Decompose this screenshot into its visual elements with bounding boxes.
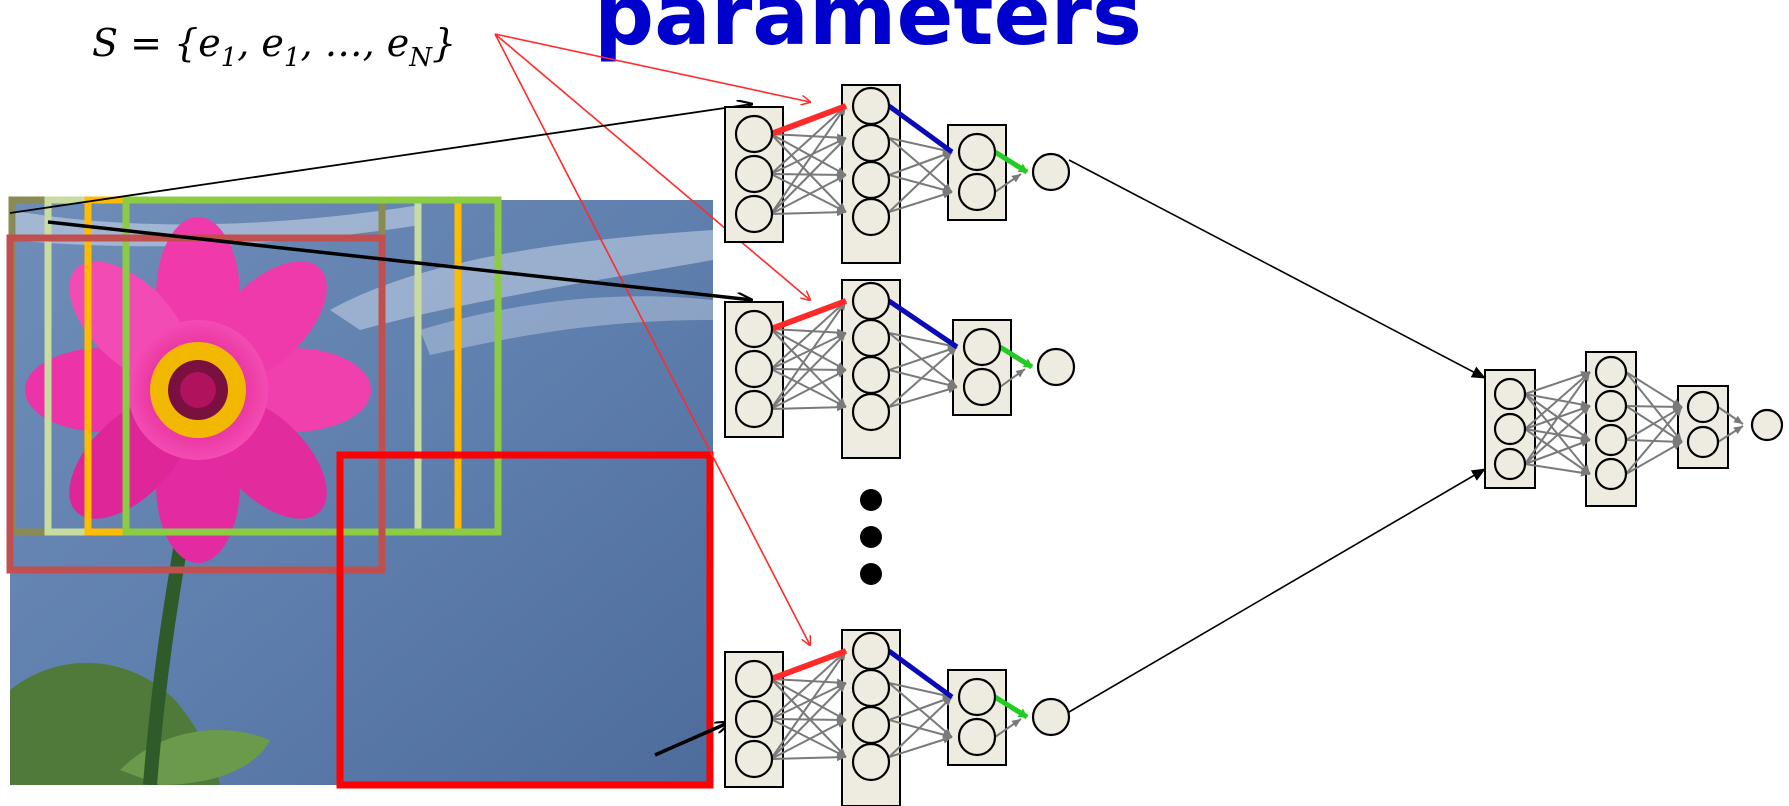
crop-green xyxy=(122,196,502,536)
aggregator-network-icon xyxy=(1484,351,1784,507)
aggregation-arrows xyxy=(1068,159,1486,713)
set-formula: S = {e1, e1, …, eN} xyxy=(92,21,456,73)
slide-title: parameters xyxy=(594,0,1142,64)
neural-network-icon xyxy=(724,279,1076,459)
ellipsis-dots xyxy=(860,489,882,585)
crop-red xyxy=(336,451,714,789)
flower-photo xyxy=(10,200,713,785)
parameter-sharing-arrows xyxy=(494,33,810,645)
neural-network-icon xyxy=(724,629,1071,806)
neural-network-icon xyxy=(724,84,1071,264)
crop-to-network-arrows xyxy=(9,104,752,757)
